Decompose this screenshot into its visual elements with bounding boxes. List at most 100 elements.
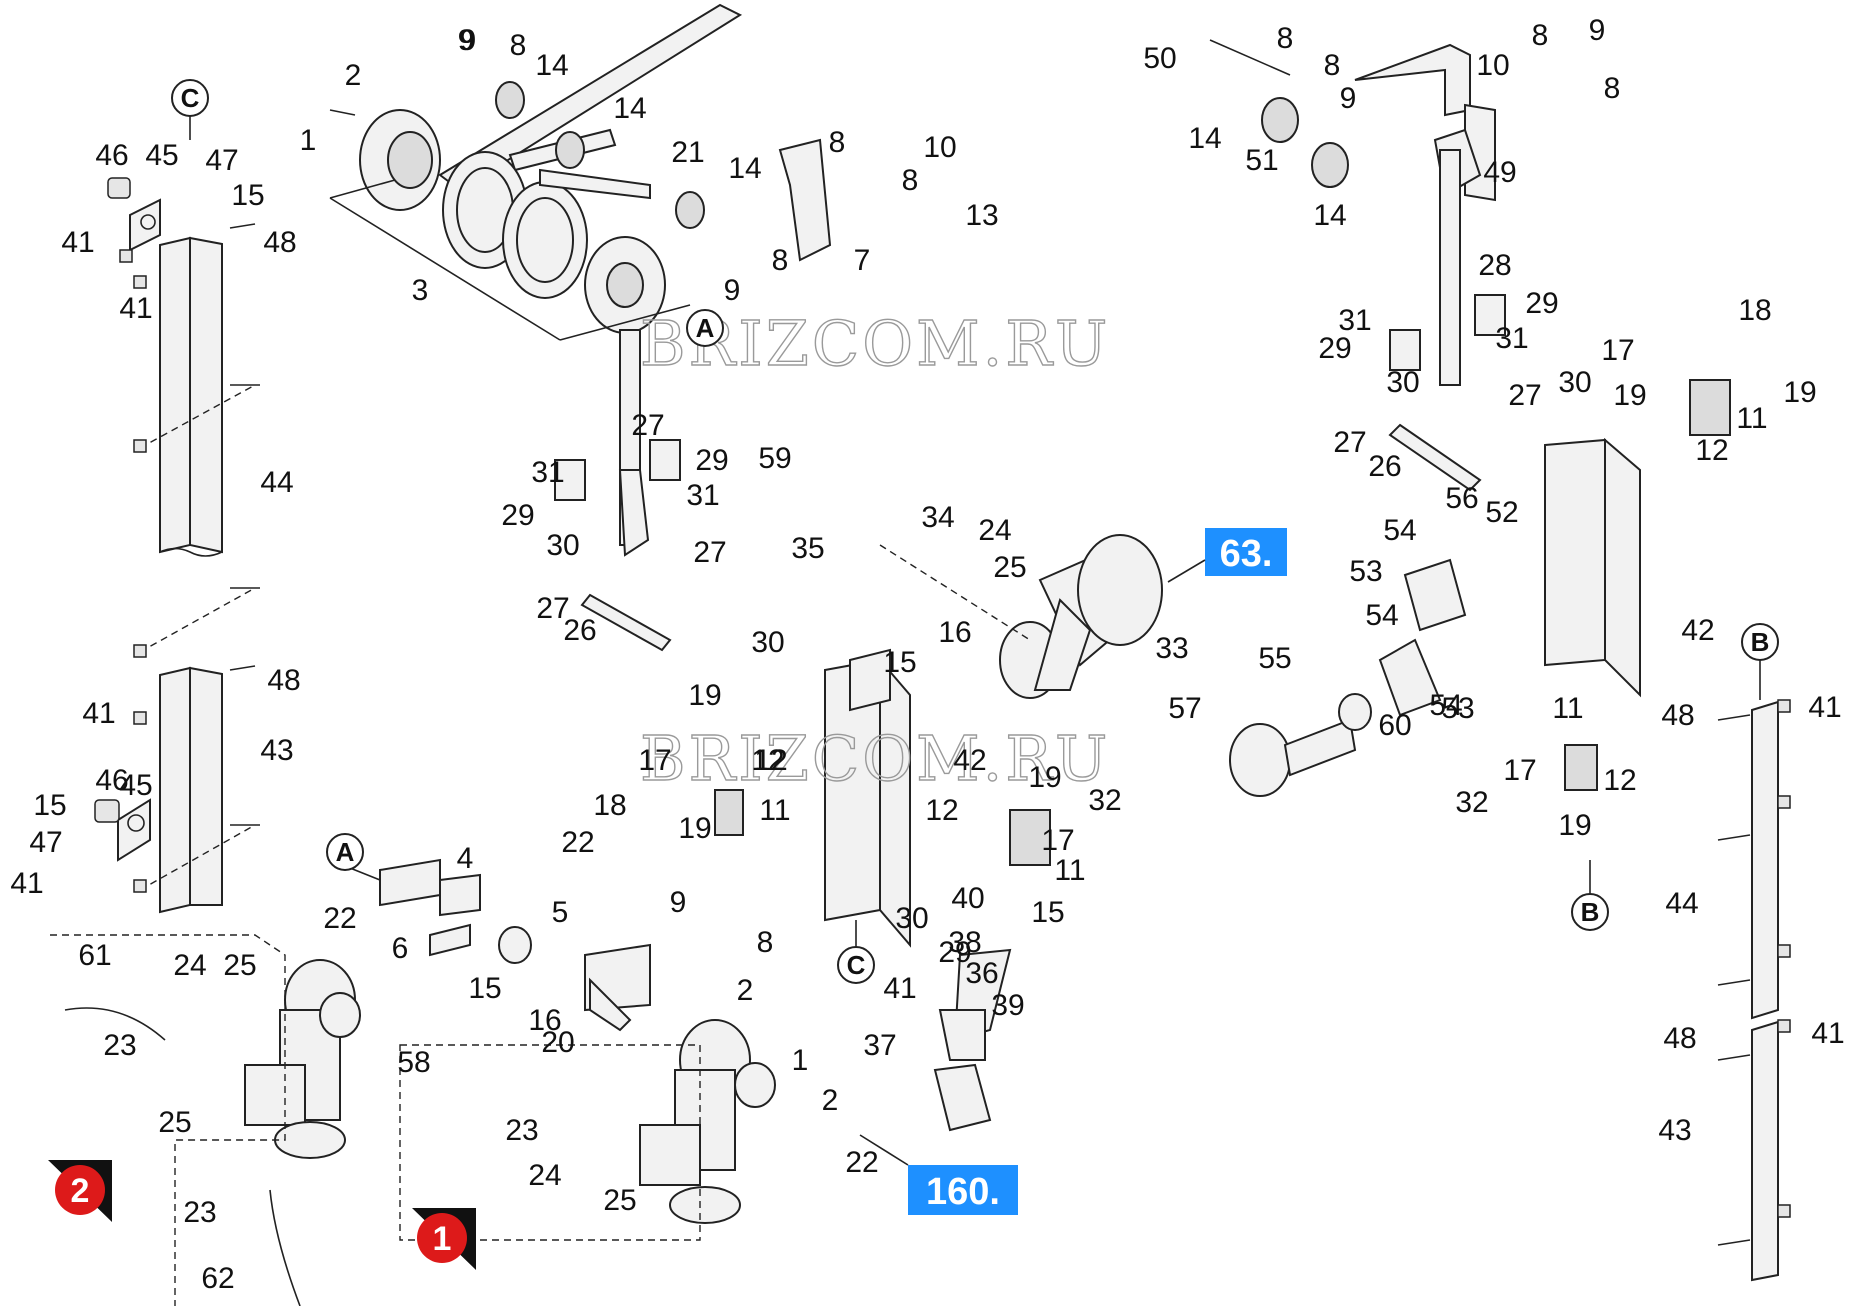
part-number-label: 31 xyxy=(686,479,719,512)
center-bracket xyxy=(714,648,1051,1132)
part-number-label: 62 xyxy=(201,1262,234,1295)
part-number-label: 41 xyxy=(61,226,94,259)
svg-text:B: B xyxy=(1581,897,1600,927)
part-number-label: 22 xyxy=(561,826,594,859)
part-number-label: 27 xyxy=(1333,426,1366,459)
part-number-label: 41 xyxy=(119,292,152,325)
part-number-label: 54 xyxy=(1383,514,1416,547)
svg-text:B: B xyxy=(1751,627,1770,657)
part-number-label: 54 xyxy=(1429,689,1462,722)
part-number-label: 37 xyxy=(863,1029,896,1062)
watermark-middle: BRIZCOM.RU xyxy=(640,722,1110,795)
part-number-label: 23 xyxy=(505,1114,538,1147)
part-number-label: 50 xyxy=(1143,42,1176,75)
right-rail-assembly xyxy=(1717,699,1791,1282)
part-number-label: 9 xyxy=(670,886,687,919)
part-number-label: 60 xyxy=(1378,709,1411,742)
part-number-label: 29 xyxy=(938,936,971,969)
part-number-label: 17 xyxy=(1041,824,1074,857)
part-number-label: 25 xyxy=(993,551,1026,584)
part-number-label: 30 xyxy=(1386,366,1419,399)
part-number-label: 30 xyxy=(751,626,784,659)
part-number-label: 38 xyxy=(948,926,981,959)
part-number-label: 39 xyxy=(991,989,1024,1022)
part-number-label: 52 xyxy=(1485,496,1518,529)
part-number-label: 15 xyxy=(33,789,66,822)
part-number-label: 8 xyxy=(510,29,527,62)
part-number-label: 48 xyxy=(267,664,300,697)
svg-text:C: C xyxy=(181,83,200,113)
part-number-label: 17 xyxy=(1601,334,1634,367)
right-belt-assembly xyxy=(1209,39,1506,386)
part-number-label: 10 xyxy=(923,131,956,164)
part-number-label: 14 xyxy=(1313,199,1346,232)
part-number-label: 19 xyxy=(678,812,711,845)
part-number-label: 11 xyxy=(1552,692,1583,725)
part-number-label: 29 xyxy=(1318,332,1351,365)
part-number-label: 25 xyxy=(158,1106,191,1139)
part-number-label: 49 xyxy=(1483,156,1516,189)
part-number-label: 14 xyxy=(535,49,568,82)
part-number-label: 44 xyxy=(260,466,293,499)
part-number-label: 11 xyxy=(1736,402,1767,435)
variant-badge-1: 1 xyxy=(412,1208,476,1270)
part-number-label: 15 xyxy=(231,179,264,212)
part-number-label: 8 xyxy=(1604,72,1621,105)
part-number-label: 20 xyxy=(541,1026,574,1059)
part-number-label: 9 xyxy=(458,24,475,57)
callout-motor-63[interactable]: 63. xyxy=(1167,528,1287,583)
section-marker-b-bottom: B xyxy=(1571,860,1609,931)
svg-text:C: C xyxy=(847,950,866,980)
part-number-label: 46 xyxy=(95,139,128,172)
part-number-label: 32 xyxy=(1088,784,1121,817)
svg-text:2: 2 xyxy=(71,1172,90,1210)
part-number-label: 8 xyxy=(1324,49,1341,82)
part-number-label: 43 xyxy=(1658,1114,1691,1147)
part-number-label: 19 xyxy=(1028,761,1061,794)
part-number-label: 10 xyxy=(1476,49,1509,82)
part-number-label: 56 xyxy=(1445,482,1478,515)
part-number-label: 46 xyxy=(95,764,128,797)
part-number-label: 44 xyxy=(1665,887,1698,920)
part-number-label: 42 xyxy=(1681,614,1714,647)
part-number-label: 41 xyxy=(82,697,115,730)
part-number-label: 29 xyxy=(695,444,728,477)
part-number-label: 25 xyxy=(223,949,256,982)
part-number-label: 23 xyxy=(103,1029,136,1062)
part-number-label: 12 xyxy=(751,744,784,777)
section-marker-b-right: B xyxy=(1741,623,1779,700)
section-marker-a-left: A xyxy=(326,833,364,871)
part-number-label: 24 xyxy=(173,949,206,982)
variant-badge-2: 2 xyxy=(48,1160,112,1222)
svg-text:A: A xyxy=(336,837,355,867)
part-number-label: 42 xyxy=(953,744,986,777)
part-number-label: 21 xyxy=(671,136,704,169)
svg-text:160.: 160. xyxy=(926,1171,1000,1213)
svg-text:1: 1 xyxy=(433,1220,452,1258)
part-number-label: 34 xyxy=(921,501,954,534)
part-number-label: 9 xyxy=(1589,14,1606,47)
part-number-label: 2 xyxy=(822,1084,839,1117)
part-number-label: 48 xyxy=(263,226,296,259)
part-number-label: 15 xyxy=(468,972,501,1005)
part-number-label: 24 xyxy=(528,1159,561,1192)
part-number-label: 24 xyxy=(978,514,1011,547)
part-number-label: 30 xyxy=(895,902,928,935)
belt-pulley-assembly xyxy=(329,3,832,652)
part-number-label: 53 xyxy=(1441,692,1474,725)
part-number-label: 13 xyxy=(965,199,998,232)
part-number-label: 29 xyxy=(501,499,534,532)
part-number-label: 28 xyxy=(1478,249,1511,282)
part-number-label: 12 xyxy=(1695,434,1728,467)
part-number-label: 8 xyxy=(902,164,919,197)
part-number-label: 11 xyxy=(1054,854,1085,887)
part-number-label: 16 xyxy=(528,1004,561,1037)
callout-gearbox-160[interactable]: 160. xyxy=(859,1134,1018,1215)
part-number-label: 19 xyxy=(1558,809,1591,842)
part-number-label: 57 xyxy=(1168,692,1201,725)
part-number-label: 51 xyxy=(1245,144,1278,177)
part-number-label: 22 xyxy=(845,1146,878,1179)
part-number-label: 12 xyxy=(925,794,958,827)
svg-text:A: A xyxy=(696,313,715,343)
